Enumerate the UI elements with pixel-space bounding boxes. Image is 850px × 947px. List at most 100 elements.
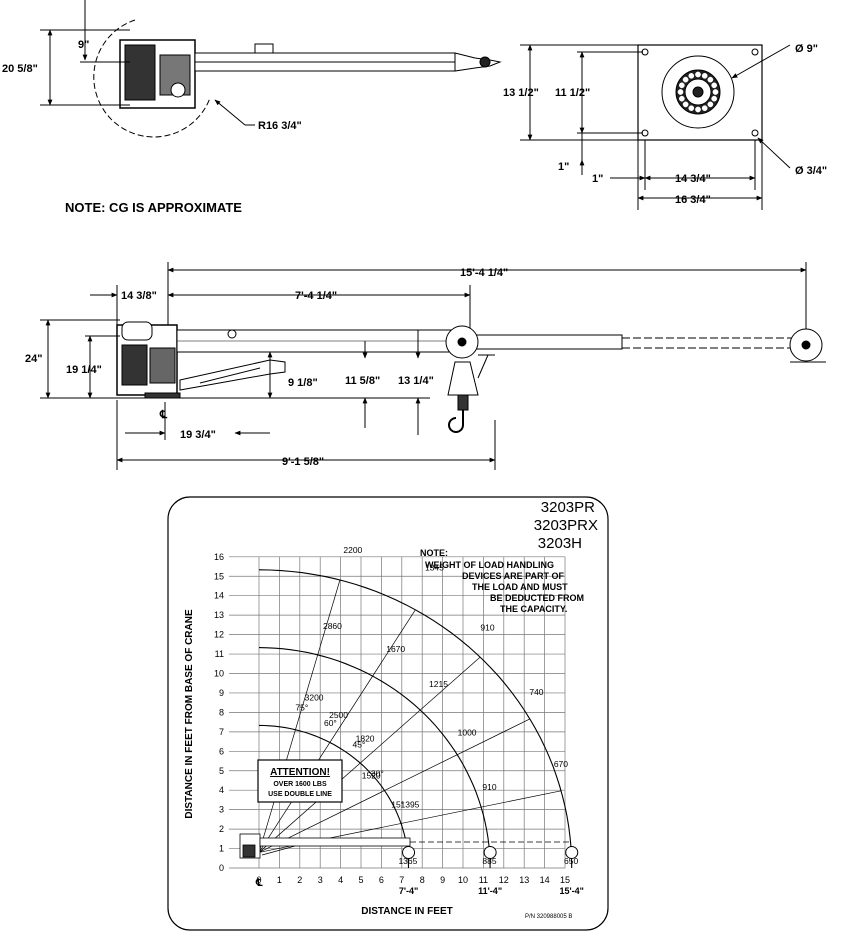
winch-drum (121, 321, 153, 341)
extension-marker (483, 845, 497, 859)
ring-hole (701, 72, 708, 79)
part-number: P/N 320988005 B (525, 914, 572, 920)
ring-hole (688, 105, 695, 112)
capacity-label: 650 (564, 856, 578, 866)
capacity-label: 3200 (305, 693, 324, 703)
hook-block (447, 361, 479, 396)
x-tick-label: 4 (338, 875, 343, 885)
extension-arc (258, 724, 410, 869)
dim-7-4-1-4: 7'-4 1/4" (295, 290, 337, 302)
y-tick-label: 16 (214, 552, 224, 562)
angle-label: 75° (295, 702, 308, 712)
x-tick-label: 2 (297, 875, 302, 885)
angle-ray (258, 718, 530, 853)
ring-hole (695, 106, 701, 113)
dim-9-1-8: 9 1/8" (288, 377, 318, 389)
dim-15-4-1-4: 15'-4 1/4" (460, 267, 508, 279)
hook-tip (454, 52, 502, 72)
dim-9-1-5-8: 9'-1 5/8" (282, 456, 324, 468)
centerline-symbol: ℄ (159, 409, 168, 421)
x-tick-label: 14 (540, 875, 550, 885)
capacity-label: 1365 (398, 856, 417, 866)
dim-11-5-8: 11 5/8" (345, 375, 380, 387)
dim-r16-3-4: R16 3/4" (258, 120, 302, 132)
y-tick-label: 9 (219, 688, 224, 698)
y-tick-label: 12 (214, 630, 224, 640)
y-tick-label: 1 (219, 844, 224, 854)
ring-hole (707, 101, 714, 108)
capacity-label: 1820 (356, 734, 375, 744)
x-tick-label: 3 (318, 875, 323, 885)
capacity-label: 670 (554, 759, 568, 769)
note-line-1: WEIGHT OF LOAD HANDLING (425, 560, 554, 570)
x-tick-label: 0 (256, 875, 261, 885)
y-tick-label: 2 (219, 824, 224, 834)
capacity-label: 2200 (343, 545, 362, 555)
capacity-label: 2860 (323, 621, 342, 631)
dim-24: 24" (25, 353, 42, 365)
attention-line-2: USE DOUBLE LINE (268, 791, 332, 798)
extension-arc (258, 647, 491, 869)
ring-hole (701, 105, 708, 112)
extension-label: 15'-4" (560, 886, 584, 896)
ring-hole (678, 82, 685, 89)
y-tick-label: 3 (219, 805, 224, 815)
note-title: NOTE: (420, 548, 448, 558)
x-axis-label: DISTANCE IN FEET (361, 906, 452, 917)
y-tick-label: 4 (219, 785, 224, 795)
x-tick-label: 7 (399, 875, 404, 885)
chart-boom-drawing (239, 833, 570, 859)
y-tick-label: 8 (219, 707, 224, 717)
note-line-2: DEVICES ARE PART OF (462, 571, 565, 581)
dia-3-4: Ø 3/4" (795, 165, 827, 177)
y-tick-label: 10 (214, 669, 224, 679)
cg-note: NOTE: CG IS APPROXIMATE (65, 200, 242, 215)
capacity-label: 1395 (400, 800, 419, 810)
y-tick-label: 13 (214, 610, 224, 620)
dim-1-horizontal: 1" (592, 173, 603, 185)
extension-marker (565, 845, 579, 859)
bolt-hole (751, 48, 759, 56)
capacity-labels: 2200134528601670910121574032002500100018… (305, 545, 579, 866)
ring-hole (677, 89, 684, 95)
note-line-3: THE LOAD AND MUST (472, 582, 568, 592)
extension-marker (402, 845, 416, 859)
hook (448, 410, 464, 433)
bolt-circle-outer (661, 55, 735, 129)
y-tick-label: 6 (219, 746, 224, 756)
pivot-circle (170, 82, 186, 98)
ring-hole (712, 89, 719, 95)
dim-14-3-8: 14 3/8" (121, 290, 157, 302)
dim-13-1-2: 13 1/2" (503, 87, 539, 99)
x-tick-label: 1 (277, 875, 282, 885)
dim-14-3-4: 14 3/4" (675, 173, 711, 185)
capacity-label: 1520 (362, 771, 381, 781)
y-tick-label: 7 (219, 727, 224, 737)
load-chart-frame (167, 496, 609, 931)
chart-boom (259, 837, 411, 847)
y-tick-label: 14 (214, 591, 224, 601)
extension-label: 11'-4" (478, 886, 502, 896)
chart-centerline-symbol: ℄ (255, 878, 263, 889)
attention-line-1: OVER 1600 LBS (273, 781, 327, 788)
x-tick-label: 6 (379, 875, 384, 885)
capacity-label: 910 (480, 623, 494, 633)
ring-hole (682, 76, 689, 83)
x-tick-label: 13 (519, 875, 529, 885)
note-line-5: THE CAPACITY. (500, 604, 567, 614)
capacity-label: 1000 (458, 728, 477, 738)
dim-16-3-4: 16 3/4" (675, 194, 711, 206)
capacity-label: 1215 (429, 679, 448, 689)
capacity-label: 1345 (425, 562, 444, 572)
ring-hole (695, 71, 701, 78)
motor-block (124, 44, 156, 101)
x-tick-label: 10 (458, 875, 468, 885)
bolt-hole (751, 129, 759, 137)
angle-label: 45° (353, 739, 366, 749)
dim-1-vertical: 1" (558, 161, 569, 173)
dim-19-1-4: 19 1/4" (66, 364, 102, 376)
dim-11-1-2: 11 1/2" (555, 87, 590, 99)
attention-title: ATTENTION! (270, 767, 330, 778)
